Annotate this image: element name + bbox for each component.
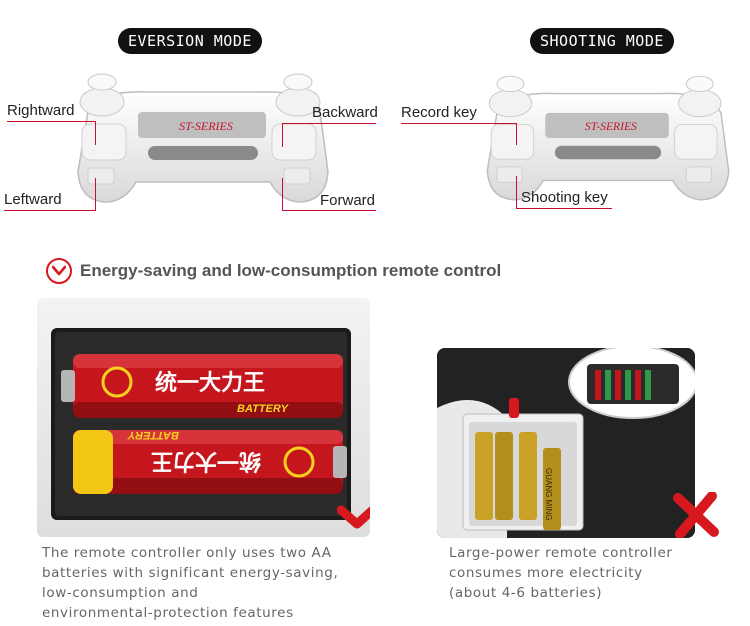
- battery-bottom-brand: 统一大力王: [151, 448, 261, 474]
- callout-line: [95, 121, 96, 145]
- eversion-mode-title: EVERSION MODE: [118, 28, 262, 54]
- callout-shooting-key: Shooting key: [521, 189, 608, 206]
- caption-line: The remote controller only uses two AA: [42, 545, 332, 561]
- battery-top-brand: 统一大力王: [155, 370, 265, 396]
- caption-line: environmental-protection features: [42, 605, 294, 621]
- battery-bottom-word: BATTERY: [126, 429, 179, 441]
- callout-line: [516, 123, 517, 145]
- callout-line: [516, 208, 612, 209]
- multi-battery-compartment: [437, 348, 695, 538]
- callout-line: [282, 210, 376, 211]
- callout-line: [7, 121, 95, 122]
- caption-line: Large-power remote controller: [449, 545, 673, 561]
- callout-backward: Backward: [312, 104, 378, 121]
- controller-left-image: ST-SERIES: [77, 73, 329, 203]
- callout-line: [516, 176, 517, 208]
- checkmark-icon: [337, 505, 370, 529]
- chevron-down-icon: [46, 258, 72, 284]
- shooting-mode-title: SHOOTING MODE: [530, 28, 674, 54]
- caption-two-batteries: The remote controller only uses two AA b…: [42, 543, 372, 623]
- two-battery-photo: 统一大力王 BATTERY 统一大力王 BATTERY: [37, 298, 370, 537]
- caption-multi-batteries: Large-power remote controller consumes m…: [449, 543, 739, 603]
- callout-record-key: Record key: [401, 104, 477, 121]
- cross-icon: [673, 492, 719, 538]
- callout-rightward: Rightward: [7, 102, 75, 119]
- section-heading-text: Energy-saving and low-consumption remote…: [80, 261, 502, 280]
- caption-line: (about 4-6 batteries): [449, 585, 603, 601]
- callout-line: [282, 123, 376, 124]
- battery-compartment: 统一大力王 BATTERY 统一大力王 BATTERY: [51, 328, 351, 520]
- controller-right-image: ST-SERIES: [486, 75, 730, 201]
- callout-forward: Forward: [320, 192, 376, 209]
- multi-battery-photo: GUANG MING: [437, 348, 695, 538]
- section-heading: Energy-saving and low-consumption remote…: [46, 258, 501, 284]
- battery-top-word: BATTERY: [237, 403, 290, 415]
- callout-line: [401, 123, 517, 124]
- multi-battery-brand: GUANG MING: [544, 468, 553, 521]
- gold-battery: [475, 432, 561, 530]
- caption-line: consumes more electricity: [449, 565, 643, 581]
- callout-leftward: Leftward: [4, 191, 62, 208]
- caption-line: batteries with significant energy-saving…: [42, 565, 339, 581]
- callout-line: [282, 178, 283, 210]
- callout-line: [4, 210, 96, 211]
- controller-left-series-label: ST-SERIES: [179, 119, 233, 133]
- caption-line: low-consumption and: [42, 585, 199, 601]
- controller-right-series-label: ST-SERIES: [585, 120, 637, 133]
- callout-line: [95, 178, 96, 210]
- callout-line: [282, 123, 283, 147]
